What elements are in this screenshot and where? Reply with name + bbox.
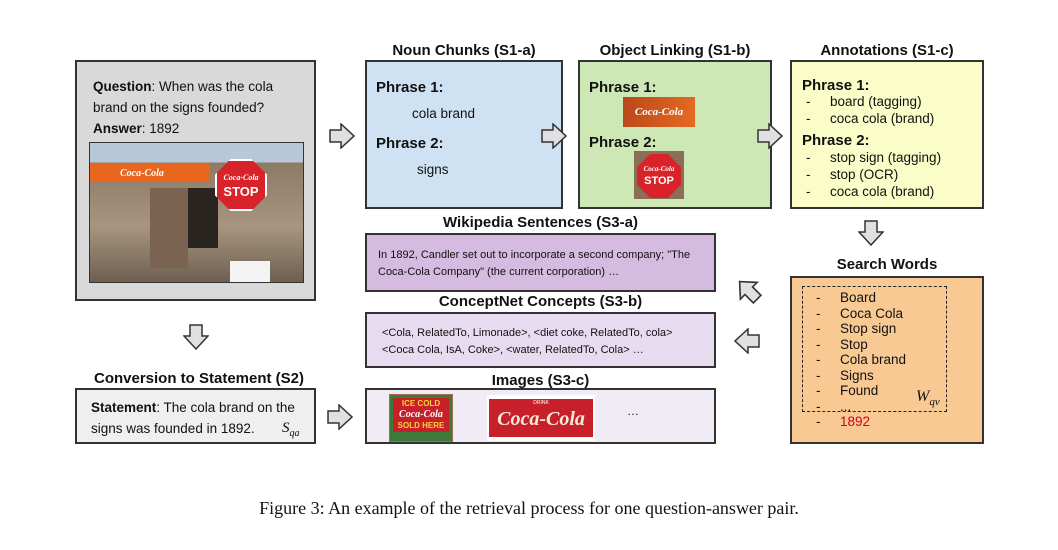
- phrase1-list: -board (tagging) -coca cola (brand): [806, 93, 934, 127]
- images-box: ICE COLD Coca-Cola SOLD HERE DRINK Coca-…: [365, 388, 716, 444]
- arrow-right-icon: [329, 123, 355, 149]
- conceptnet-box: <Cola, RelatedTo, Limonade>, <diet coke,…: [365, 312, 716, 368]
- list-item: -Signs: [816, 367, 874, 383]
- arrow-diagonal-icon: [738, 280, 762, 304]
- banner-crop-image: Coca-Cola: [623, 97, 695, 127]
- list-item: -board (tagging): [806, 94, 922, 109]
- wikipedia-box: In 1892, Candler set out to incorporate …: [365, 233, 716, 292]
- statement-title: Conversion to Statement (S2): [93, 370, 305, 387]
- doorway: [188, 188, 218, 248]
- annotations-box: Phrase 1: -board (tagging) -coca cola (b…: [790, 60, 984, 209]
- sign-top-text: ICE COLD: [401, 399, 441, 408]
- phrase1-value: cola brand: [412, 106, 476, 121]
- answer-label: Answer: [93, 121, 142, 136]
- arrow-right-icon: [541, 123, 567, 149]
- arrow-left-icon: [734, 328, 760, 354]
- search-words-box: -Board -Coca Cola -Stop sign -Stop -Cola…: [790, 276, 984, 444]
- question-answer-box: Question: When was the cola brand on the…: [75, 60, 316, 301]
- conceptnet-text: <Cola, RelatedTo, Limonade>, <diet coke,…: [382, 325, 672, 359]
- coca-cola-banner: Coca-Cola: [90, 163, 210, 181]
- conceptnet-line: <Coca Cola, IsA, Coke>, <water, RelatedT…: [382, 344, 644, 356]
- list-item: -coca cola (brand): [806, 184, 935, 199]
- list-item: -stop (OCR): [806, 167, 899, 182]
- annotations-title: Annotations (S1-c): [820, 42, 954, 59]
- question-label: Question: [93, 79, 152, 94]
- sign-bottom-text: SOLD HERE: [397, 421, 445, 430]
- list-item: -coca cola (brand): [806, 111, 935, 126]
- wqv-dashed-box: [802, 286, 947, 412]
- images-ellipsis: …: [627, 404, 639, 418]
- noun-chunks-title: Noun Chunks (S1-a): [392, 42, 536, 59]
- door: [150, 188, 188, 268]
- arrow-right-icon: [757, 123, 783, 149]
- phrase2-list: -stop sign (tagging) -stop (OCR) -coca c…: [806, 149, 941, 200]
- arrow-down-icon: [183, 324, 209, 350]
- search-words-list: -Board -Coca Cola -Stop sign -Stop -Cola…: [816, 290, 906, 430]
- phrase1-label: Phrase 1:: [802, 77, 870, 94]
- images-title: Images (S3-c): [491, 372, 590, 389]
- white-box: [230, 261, 270, 282]
- noun-chunks-box: Phrase 1: cola brand Phrase 2: signs: [365, 60, 563, 209]
- conceptnet-line: <Cola, RelatedTo, Limonade>, <diet coke,…: [382, 327, 673, 339]
- list-item: -Cola brand: [816, 352, 907, 367]
- list-item: -Stop sign: [816, 321, 897, 336]
- list-item: -Board: [816, 290, 877, 305]
- list-item: -...: [816, 398, 852, 414]
- phrase2-label: Phrase 2:: [589, 134, 657, 151]
- answer-text: Answer: 1892: [93, 118, 179, 139]
- phrase2-label: Phrase 2:: [376, 135, 444, 152]
- phrase2-label: Phrase 2:: [802, 132, 870, 149]
- object-linking-title: Object Linking (S1-b): [599, 42, 751, 59]
- ice-cold-coke-sign-image: ICE COLD Coca-Cola SOLD HERE: [389, 394, 453, 442]
- list-item: -stop sign (tagging): [806, 150, 942, 165]
- wqv-label: Wqv: [916, 388, 940, 409]
- arrow-right-icon: [327, 404, 353, 430]
- answer-list-item: -1892: [816, 414, 871, 429]
- question-value: : When was the cola brand on the signs f…: [93, 79, 274, 115]
- sqa-label: Sqa: [282, 420, 300, 439]
- arrow-down-icon: [858, 220, 884, 246]
- figure-caption: Figure 3: An example of the retrieval pr…: [259, 498, 799, 518]
- list-item: -Coca Cola: [816, 305, 904, 321]
- wikipedia-text: In 1892, Candler set out to incorporate …: [378, 249, 691, 278]
- search-words-title: Search Words: [836, 256, 938, 273]
- statement-text: Statement: The cola brand on the signs w…: [91, 400, 295, 436]
- list-item: -Found: [816, 383, 879, 398]
- phrase1-label: Phrase 1:: [376, 79, 444, 96]
- phrase2-value: signs: [417, 162, 449, 177]
- statement-box: Statement: The cola brand on the signs w…: [75, 388, 316, 444]
- wikipedia-title: Wikipedia Sentences (S3-a): [443, 214, 638, 231]
- list-item: -Stop: [816, 336, 868, 352]
- sign-mid-text: Coca-Cola: [399, 409, 443, 420]
- answer-value: : 1892: [141, 121, 180, 136]
- conceptnet-title: ConceptNet Concepts (S3-b): [438, 293, 643, 310]
- statement-label: Statement: [91, 400, 157, 415]
- question-text: Question: When was the cola brand on the…: [93, 76, 308, 118]
- phrase1-label: Phrase 1:: [589, 79, 657, 96]
- drink-coca-cola-sign-image: DRINK Coca-Cola: [487, 395, 595, 441]
